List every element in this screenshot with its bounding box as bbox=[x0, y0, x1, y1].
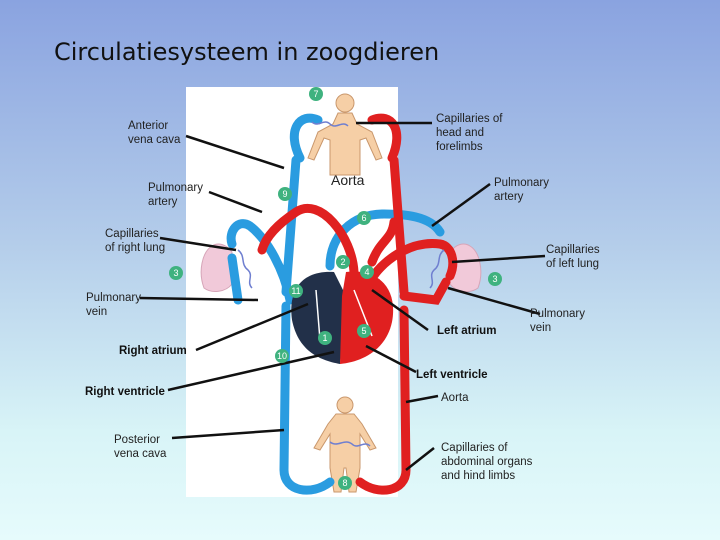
heart bbox=[291, 271, 394, 364]
upper-body-figure bbox=[307, 93, 383, 176]
badge-2: 2 bbox=[336, 255, 350, 269]
badge-3-right: 3 bbox=[488, 272, 502, 286]
lower-body-figure bbox=[313, 396, 377, 493]
label-right-atrium: Right atrium bbox=[119, 345, 187, 357]
svg-text:8: 8 bbox=[342, 478, 347, 488]
badge-4: 4 bbox=[360, 265, 374, 279]
badge-8: 8 bbox=[338, 476, 352, 490]
badge-7: 7 bbox=[309, 87, 323, 101]
svg-text:11: 11 bbox=[291, 286, 300, 296]
svg-text:9: 9 bbox=[282, 189, 287, 199]
slide-title: Circulatiesysteem in zoogdieren bbox=[54, 38, 440, 66]
deoxygenated-vessels bbox=[226, 113, 445, 495]
svg-text:4: 4 bbox=[364, 267, 369, 277]
right-lung bbox=[200, 243, 233, 292]
svg-text:5: 5 bbox=[361, 326, 366, 336]
svg-text:6: 6 bbox=[361, 213, 366, 223]
svg-text:7: 7 bbox=[313, 89, 318, 99]
svg-text:1: 1 bbox=[322, 333, 327, 343]
label-aorta-top: Aorta bbox=[331, 172, 365, 188]
badge-3-left: 3 bbox=[169, 266, 183, 280]
label-left-atrium: Left atrium bbox=[437, 325, 497, 337]
label-left-ventricle: Left ventricle bbox=[416, 369, 488, 381]
label-right-ventricle: Right ventricle bbox=[85, 386, 165, 398]
leader-lines bbox=[139, 121, 546, 471]
badge-5: 5 bbox=[357, 324, 371, 338]
badge-1: 1 bbox=[318, 331, 332, 345]
badge-10: 10 bbox=[275, 349, 289, 363]
label-aorta-bottom: Aorta bbox=[441, 392, 469, 404]
capillary-beds bbox=[237, 121, 445, 447]
badge-9: 9 bbox=[278, 187, 292, 201]
svg-text:10: 10 bbox=[277, 351, 287, 361]
svg-text:3: 3 bbox=[173, 268, 178, 278]
badge-11: 11 bbox=[289, 284, 303, 298]
svg-text:3: 3 bbox=[492, 274, 497, 284]
number-badges: 7 9 6 2 3 4 3 11 1 5 10 8 bbox=[169, 87, 502, 490]
badge-6: 6 bbox=[357, 211, 371, 225]
svg-text:2: 2 bbox=[340, 257, 345, 267]
